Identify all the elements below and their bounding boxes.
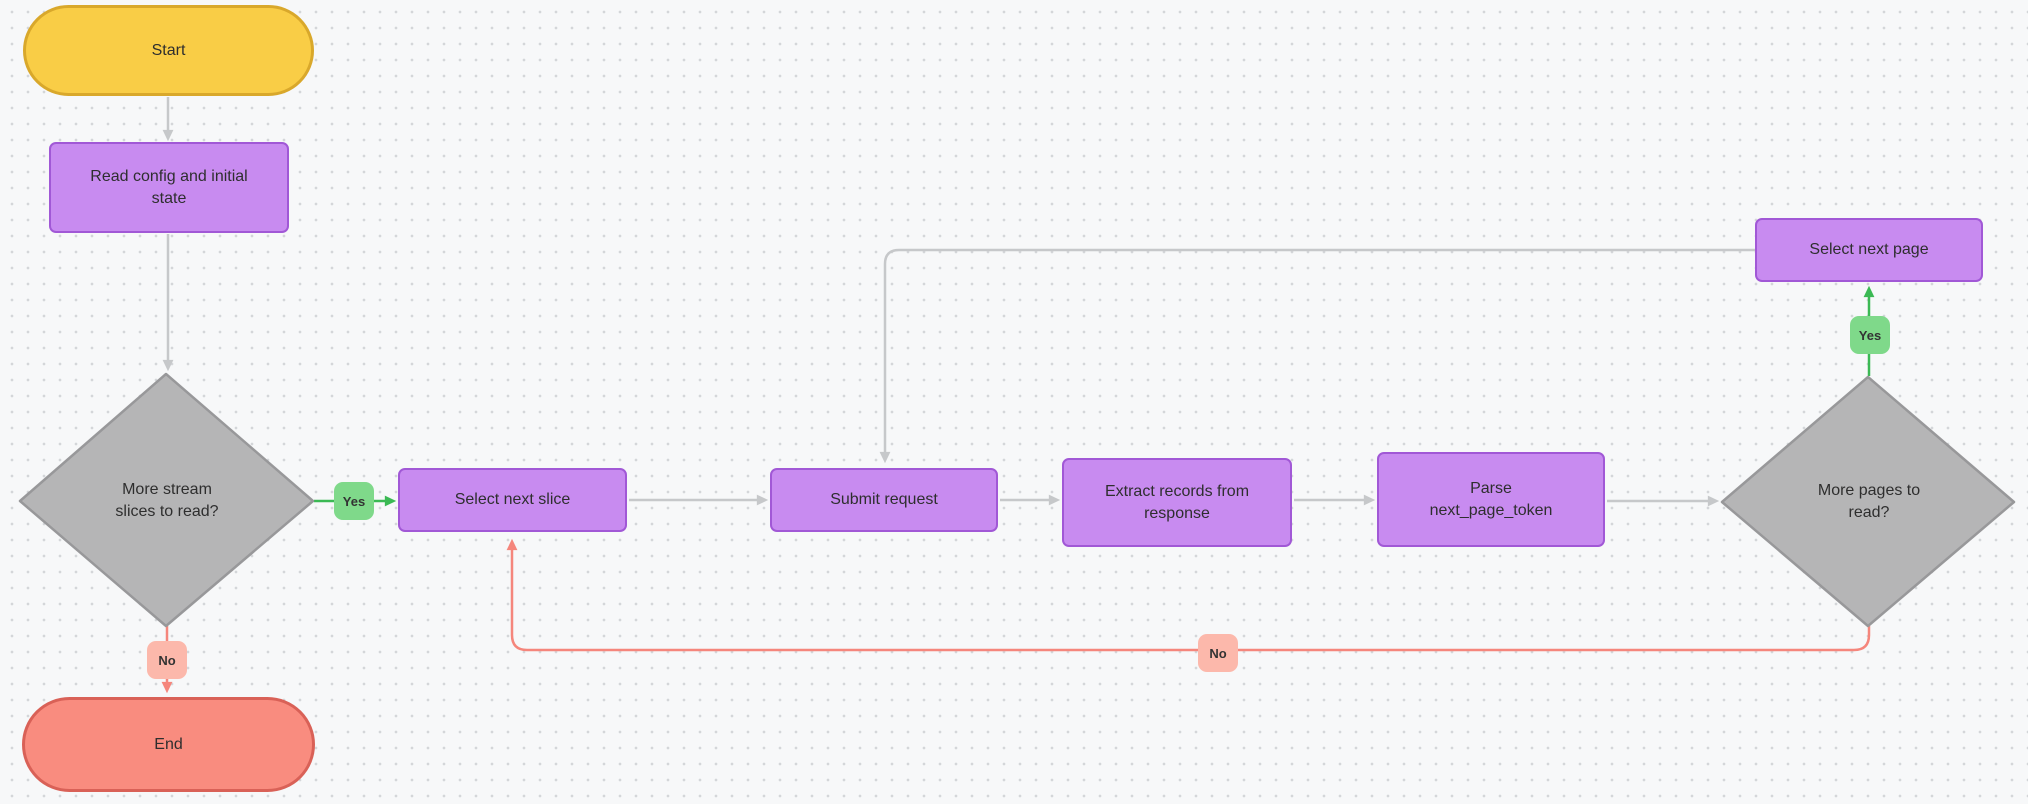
node-start[interactable]: Start [23,5,314,96]
edge-select-page-to-submit [879,248,1755,464]
more-slices-text: More stream slices to read? [115,480,219,520]
node-start-label: Start [151,41,186,59]
edge-label-yes-slices[interactable]: Yes [334,482,374,520]
edge-label-no-slices[interactable]: No [147,641,187,679]
node-submit-request-label: Submit request [830,491,938,509]
node-read-config[interactable]: Read config and initial state [49,142,289,233]
node-select-next-page-label: Select next page [1809,241,1929,259]
decision-more-pages-shape[interactable] [1720,375,2016,628]
more-pages-text: More pages to read? [1817,481,1921,521]
node-more-slices-label[interactable]: More stream slices to read? [107,455,227,547]
edge-label-yes-pages[interactable]: Yes [1850,316,1890,354]
node-read-config-label: Read config and initial state [90,167,248,207]
node-select-next-page[interactable]: Select next page [1755,218,1983,282]
node-parse-token[interactable]: Parse next_page_token [1377,452,1605,547]
node-parse-token-label: Parse next_page_token [1429,479,1553,519]
edge-more-pages-no [506,538,1871,652]
node-select-next-slice-label: Select next slice [454,491,571,509]
node-submit-request[interactable]: Submit request [770,468,998,532]
node-more-pages-label[interactable]: More pages to read? [1808,456,1930,548]
node-end[interactable]: End [22,697,315,792]
node-select-next-slice[interactable]: Select next slice [398,468,627,532]
node-end-label: End [154,735,183,753]
edge-label-no-pages[interactable]: No [1198,634,1238,672]
node-extract-records-label: Extract records from response [1104,482,1250,522]
decision-more-slices-shape[interactable] [18,372,315,628]
node-extract-records[interactable]: Extract records from response [1062,458,1292,547]
